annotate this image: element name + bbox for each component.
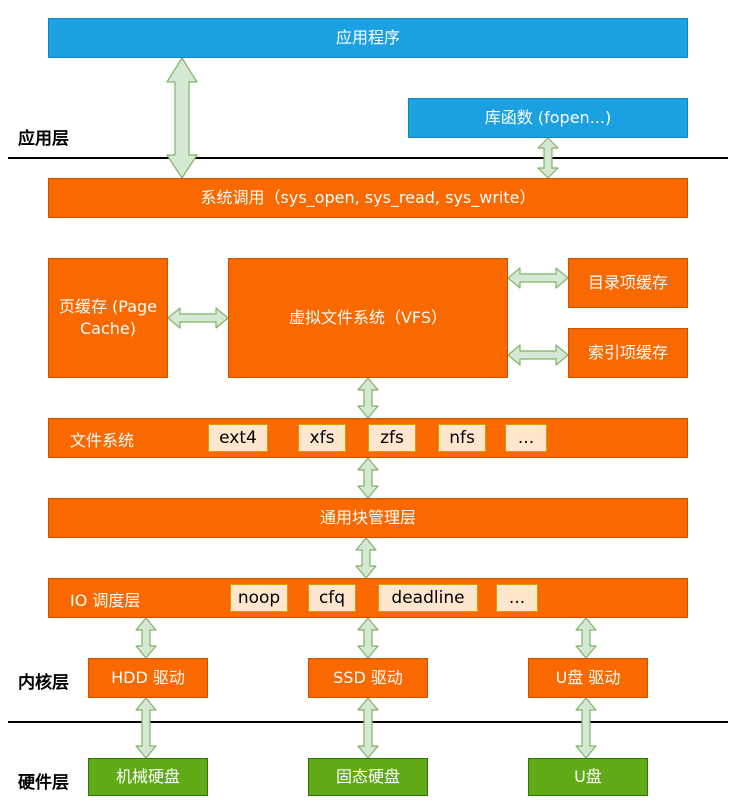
layer-label-hardware: 硬件层 [18, 773, 69, 793]
scheduler-chip: noop [230, 584, 288, 612]
arrow-io-usb [575, 617, 597, 659]
ssd-box: 固态硬盘 [308, 758, 428, 796]
arrow-vfs-inode [507, 344, 569, 366]
fs-chip: ext4 [208, 424, 268, 452]
library-box: 库函数 (fopen...) [408, 98, 688, 138]
arrow-vfs-dentry [507, 267, 569, 289]
hdd-driver-box: HDD 驱动 [88, 658, 208, 698]
arrow-io-hdd [135, 617, 157, 659]
io-scheduler-label: IO 调度层 [70, 591, 141, 610]
application-box: 应用程序 [48, 18, 688, 58]
io-scheduler-row [48, 578, 688, 618]
arrow-ssd-driver-disk [357, 697, 379, 759]
arrow-library-syscall [537, 137, 559, 179]
arrow-hdd-driver-disk [135, 697, 157, 759]
page-cache-box: 页缓存 (Page Cache) [48, 258, 168, 378]
arrow-fs-block [357, 457, 379, 499]
page-cache-label-line2: Cache) [80, 319, 136, 338]
arrow-pagecache-vfs [167, 307, 229, 329]
filesystem-label: 文件系统 [70, 431, 135, 450]
fs-chip: xfs [298, 424, 346, 452]
arrow-block-io [355, 537, 377, 579]
arrow-app-syscall [166, 57, 198, 179]
scheduler-chip: ... [496, 584, 538, 612]
app-layer-divider [8, 157, 728, 159]
block-layer-box: 通用块管理层 [48, 498, 688, 538]
hdd-box: 机械硬盘 [88, 758, 208, 796]
layer-label-app: 应用层 [18, 129, 69, 149]
usb-box: U盘 [528, 758, 648, 796]
fs-chip: ... [505, 424, 547, 452]
arrow-io-ssd [357, 617, 379, 659]
ssd-driver-box: SSD 驱动 [308, 658, 428, 698]
arrow-vfs-fs [357, 377, 379, 419]
usb-driver-box: U盘 驱动 [528, 658, 648, 698]
page-cache-label-line1: 页缓存 (Page [58, 297, 158, 317]
dentry-cache-box: 目录项缓存 [568, 258, 688, 308]
scheduler-chip: deadline [378, 584, 478, 612]
scheduler-chip: cfq [308, 584, 356, 612]
vfs-box: 虚拟文件系统（VFS） [228, 258, 508, 378]
inode-cache-box: 索引项缓存 [568, 328, 688, 378]
fs-chip: nfs [438, 424, 486, 452]
arrow-usb-driver-disk [575, 697, 597, 759]
fs-chip: zfs [368, 424, 416, 452]
syscall-box: 系统调用（sys_open, sys_read, sys_write） [48, 178, 688, 218]
layer-label-kernel: 内核层 [18, 673, 69, 693]
